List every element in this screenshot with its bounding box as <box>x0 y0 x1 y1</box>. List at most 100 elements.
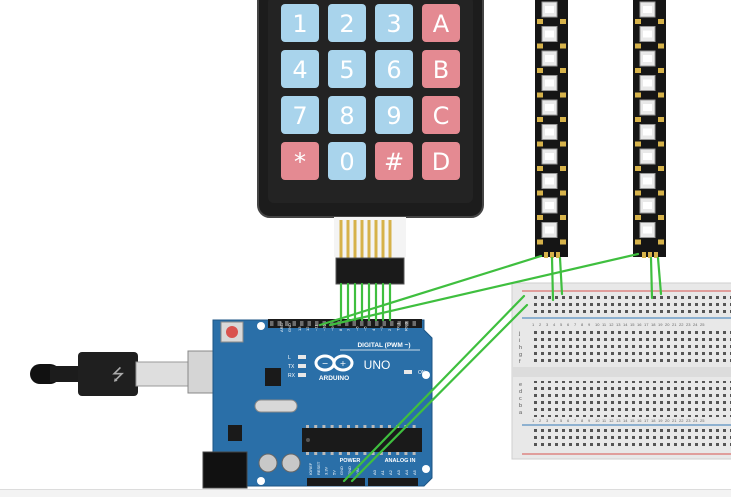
svg-text:+: + <box>340 359 347 368</box>
header-pin[interactable] <box>397 321 402 326</box>
key-cap[interactable] <box>422 142 460 180</box>
key-C[interactable]: C <box>422 96 460 134</box>
power-jack[interactable] <box>202 451 248 489</box>
key-cap[interactable] <box>422 96 460 134</box>
key-cap[interactable] <box>328 96 366 134</box>
header-pin[interactable] <box>270 321 274 326</box>
key-label: # <box>384 148 404 176</box>
power-header[interactable] <box>307 478 365 486</box>
key-8[interactable]: 8 <box>328 96 366 134</box>
reset-button-cap[interactable] <box>226 326 238 338</box>
key-cap[interactable] <box>328 50 366 88</box>
power-rail-bottom-holes[interactable] <box>530 429 731 450</box>
keypad-wires[interactable] <box>339 282 392 322</box>
key-4[interactable]: 4 <box>281 50 319 88</box>
column-number: 7 <box>574 322 577 327</box>
key-cap[interactable] <box>375 96 413 134</box>
column-number: 19 <box>658 322 663 327</box>
column-number: 15 <box>630 322 635 327</box>
key-A[interactable]: A <box>422 4 460 42</box>
wire-gnd-to-rail[interactable] <box>350 303 529 483</box>
keypad-header-connector[interactable] <box>335 257 405 285</box>
key-cap[interactable] <box>281 4 319 42</box>
power-rail-top-holes[interactable] <box>530 294 731 315</box>
key-cap[interactable] <box>281 50 319 88</box>
led-strip-1[interactable] <box>535 0 568 258</box>
key-cap[interactable] <box>375 4 413 42</box>
key-cap[interactable] <box>281 96 319 134</box>
header-pin[interactable] <box>285 321 289 326</box>
header-pin[interactable] <box>382 321 387 326</box>
key-*[interactable]: * <box>281 142 319 180</box>
chip-leg <box>371 452 375 455</box>
header-pin[interactable] <box>375 321 379 326</box>
header-pin[interactable] <box>300 321 304 326</box>
led-die <box>643 153 652 160</box>
key-2[interactable]: 2 <box>328 4 366 42</box>
key-#[interactable]: # <box>375 142 413 180</box>
led-strip-2[interactable] <box>633 0 666 258</box>
header-pin[interactable] <box>292 321 297 326</box>
indicator-led <box>298 373 306 377</box>
key-0[interactable]: 0 <box>328 142 366 180</box>
key-7[interactable]: 7 <box>281 96 319 134</box>
header-pin[interactable] <box>360 321 364 326</box>
led-pad <box>560 117 566 122</box>
header-pin[interactable] <box>352 321 357 326</box>
wire-strip1-vcc[interactable] <box>558 256 564 296</box>
wire-strip2-vcc[interactable] <box>656 256 663 296</box>
key-cap[interactable] <box>422 50 460 88</box>
header-pin[interactable] <box>367 321 372 326</box>
key-label: 8 <box>339 102 354 130</box>
atmega-chip <box>302 428 422 452</box>
pin-label: ~9 <box>330 326 335 331</box>
header-pin[interactable] <box>315 321 319 326</box>
wire-strip1-data[interactable] <box>318 254 543 327</box>
key-cap[interactable] <box>281 142 319 180</box>
header-pin[interactable] <box>307 321 312 326</box>
terminal-area-top[interactable] <box>530 330 731 366</box>
key-9[interactable]: 9 <box>375 96 413 134</box>
svg-text:−: − <box>322 359 329 368</box>
key-B[interactable]: B <box>422 50 460 88</box>
key-cap[interactable] <box>328 4 366 42</box>
key-cap[interactable] <box>422 4 460 42</box>
wire-strip2-data[interactable] <box>328 252 640 327</box>
key-D[interactable]: D <box>422 142 460 180</box>
key-label: 7 <box>292 102 307 130</box>
ribbon-wire <box>346 220 350 258</box>
column-number: 17 <box>644 322 649 327</box>
header-pin[interactable] <box>412 321 417 326</box>
key-cap[interactable] <box>375 142 413 180</box>
header-pin[interactable] <box>405 321 409 326</box>
analog-pin-label: A5 <box>412 469 417 475</box>
led-die <box>545 177 554 185</box>
wire-strip1-gnd[interactable] <box>550 256 555 302</box>
pin-label: GND <box>287 323 292 332</box>
column-number: 19 <box>658 418 663 423</box>
led-pad <box>635 166 641 171</box>
analog-header[interactable] <box>368 478 418 486</box>
chip-leg <box>355 425 359 428</box>
wires[interactable] <box>318 252 663 483</box>
key-6[interactable]: 6 <box>375 50 413 88</box>
analog-pin-label: A1 <box>380 469 385 475</box>
key-3[interactable]: 3 <box>375 4 413 42</box>
wire-5v-to-rail[interactable] <box>342 294 526 483</box>
key-cap[interactable] <box>328 142 366 180</box>
header-pin[interactable] <box>277 321 282 326</box>
key-cap[interactable] <box>375 50 413 88</box>
header-pin[interactable] <box>345 321 349 326</box>
wire-strip2-gnd[interactable] <box>649 256 654 300</box>
terminal-area-bottom[interactable] <box>530 381 731 417</box>
chip-leg <box>412 425 416 428</box>
header-pin[interactable] <box>390 321 394 326</box>
key-5[interactable]: 5 <box>328 50 366 88</box>
usb-cable[interactable]: ⭍ <box>30 352 189 396</box>
led-pad <box>537 215 543 220</box>
key-1[interactable]: 1 <box>281 4 319 42</box>
